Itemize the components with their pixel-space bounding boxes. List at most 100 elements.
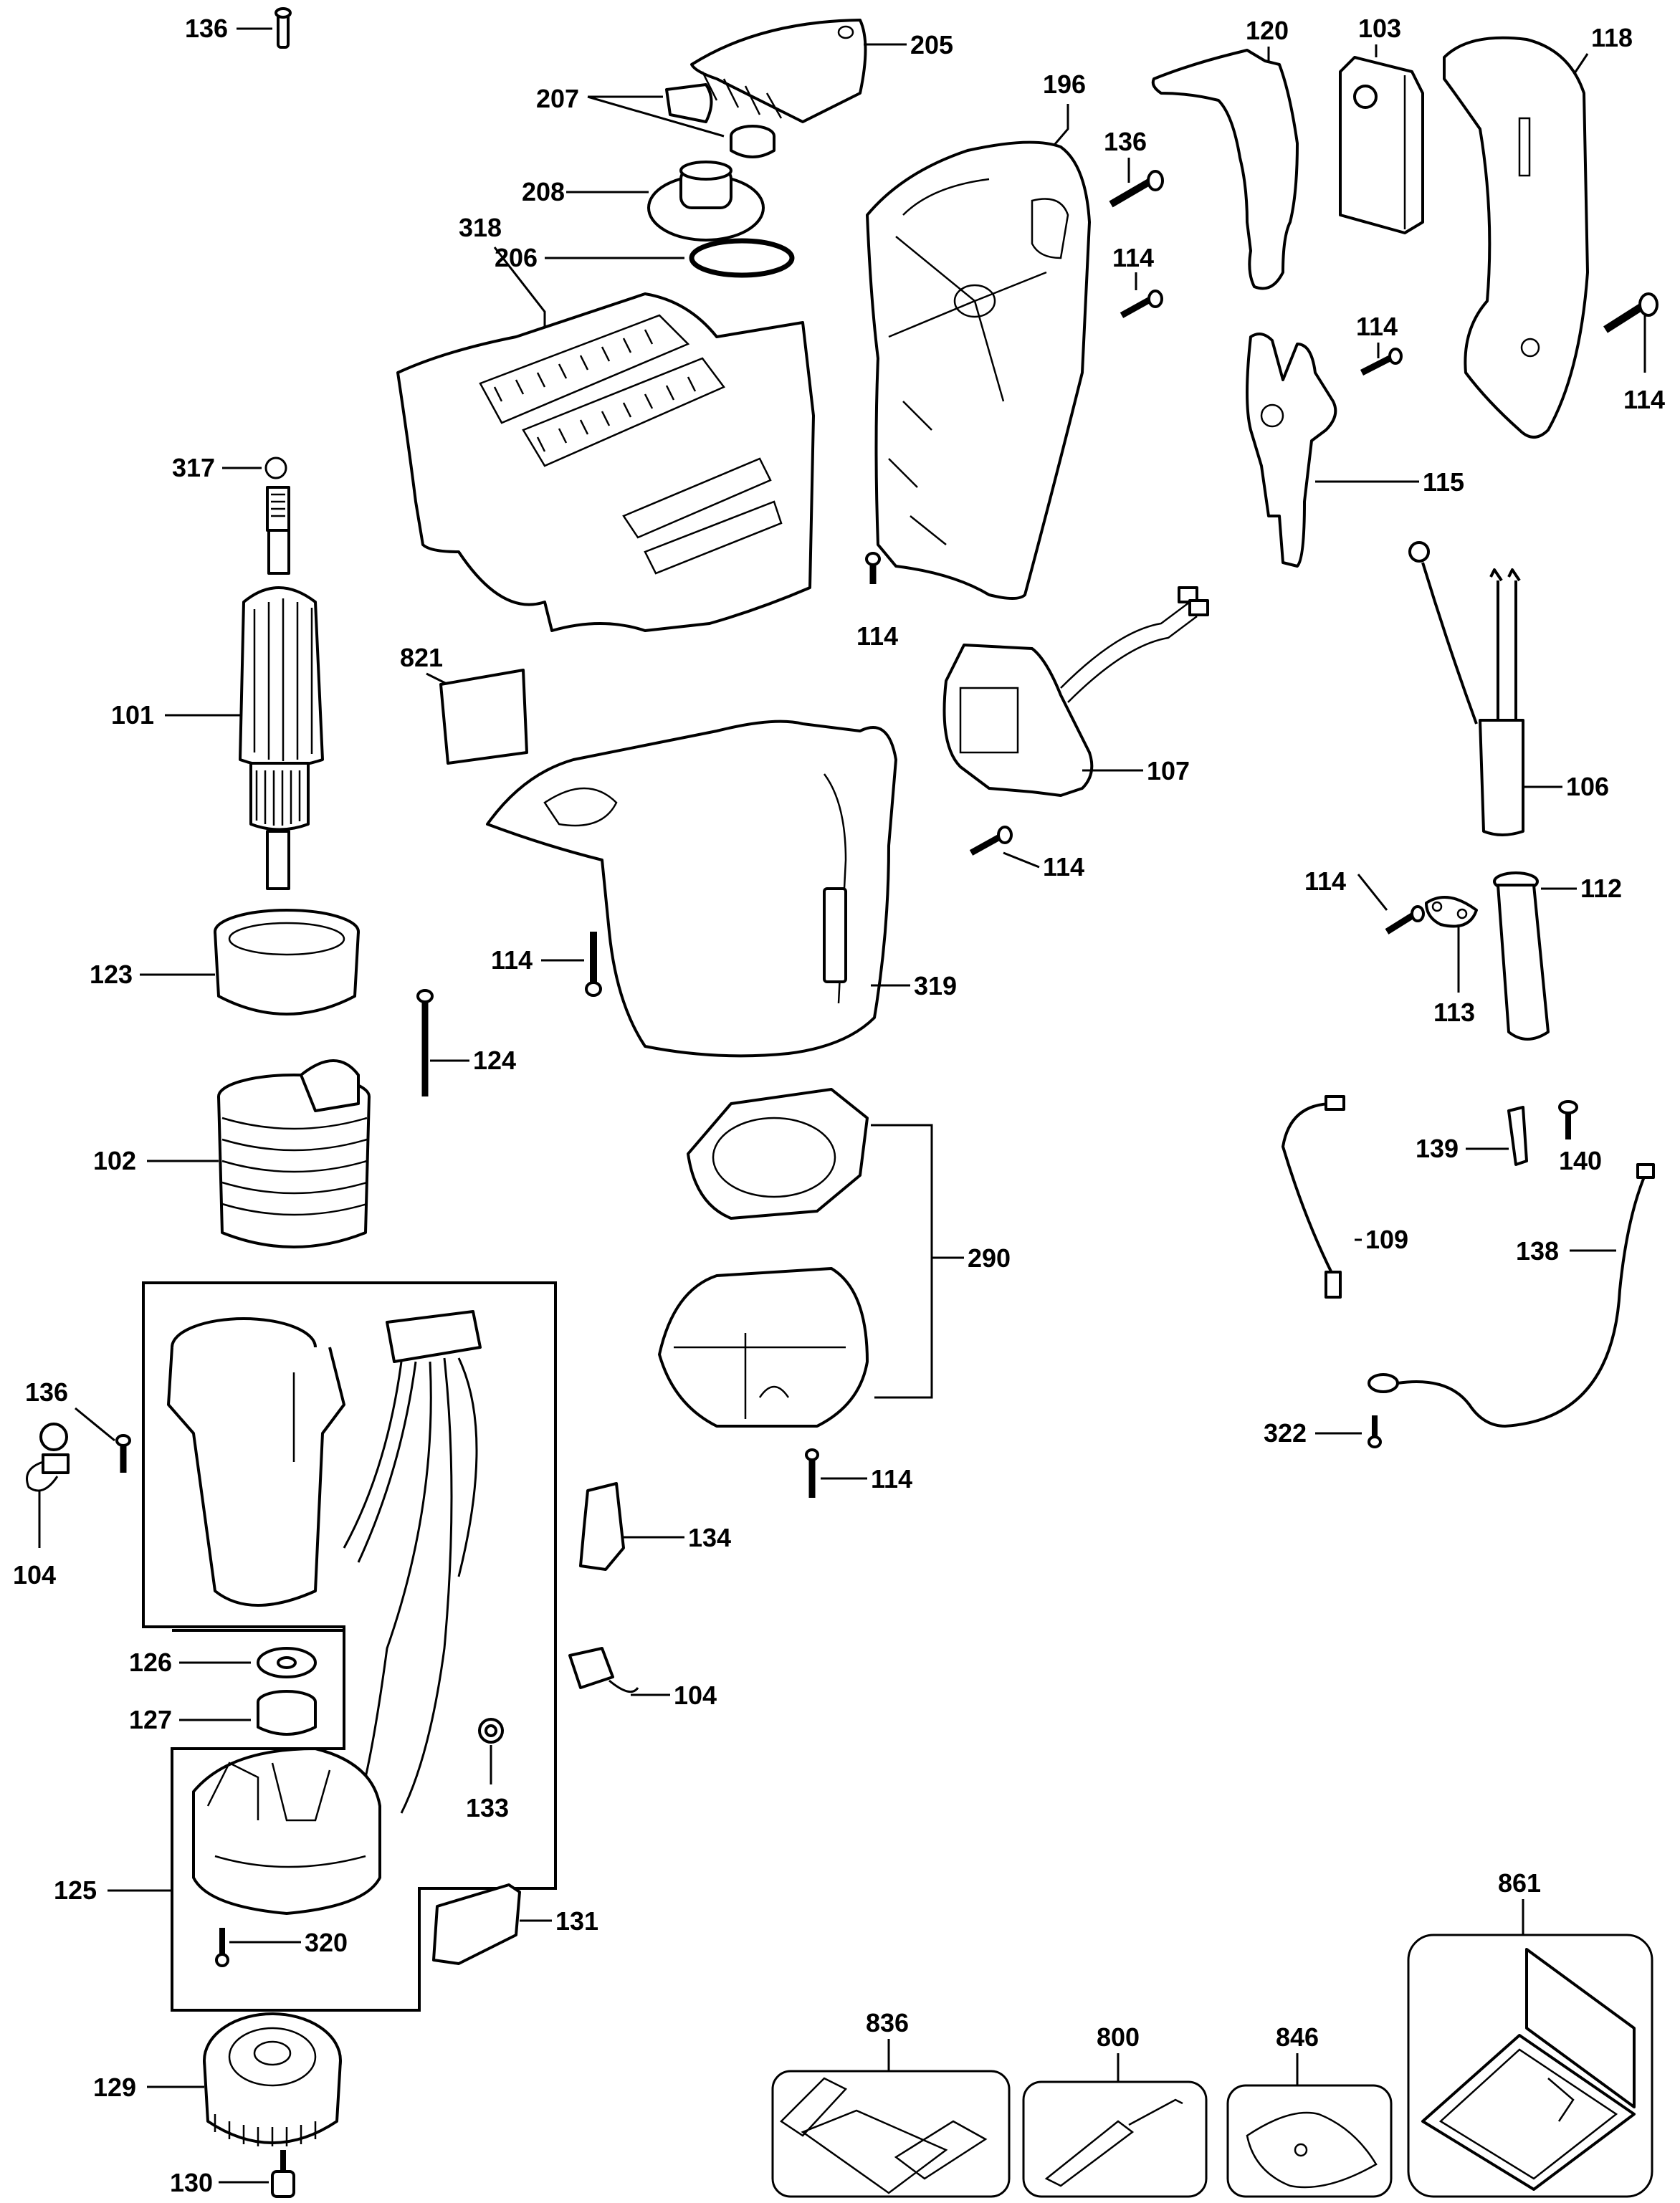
part-114-screw-c: 114 bbox=[1603, 292, 1665, 414]
part-114-screw-d: 114 bbox=[856, 552, 898, 651]
part-319-handle-housing: 319 bbox=[486, 720, 957, 1058]
part-label: 205 bbox=[910, 30, 953, 59]
part-320-screw: 320 bbox=[215, 1928, 348, 1967]
part-label: 114 bbox=[1623, 385, 1665, 414]
part-114-screw-g: 114 bbox=[491, 932, 602, 997]
part-846-accessory[interactable]: 846 bbox=[1226, 2022, 1393, 2198]
part-label: 107 bbox=[1147, 756, 1190, 785]
part-label: 134 bbox=[688, 1523, 731, 1552]
part-label: 104 bbox=[674, 1681, 717, 1710]
part-label: 320 bbox=[305, 1928, 348, 1957]
part-label: 290 bbox=[968, 1243, 1011, 1273]
part-114-screw-h: 114 bbox=[805, 1448, 912, 1498]
part-861-carrying-case[interactable]: 861 bbox=[1407, 1868, 1653, 2198]
part-label: 139 bbox=[1416, 1134, 1459, 1163]
part-label: 114 bbox=[1043, 852, 1084, 881]
part-label: 836 bbox=[866, 2008, 909, 2037]
part-label: 113 bbox=[1433, 998, 1475, 1027]
part-136-top: 136 bbox=[185, 7, 292, 49]
part-317-retaining-ring: 317 bbox=[172, 453, 287, 482]
part-127-bearing-retainer: 127 bbox=[129, 1690, 317, 1736]
part-205-cover: 205 bbox=[690, 19, 953, 123]
part-140-screw: 140 bbox=[1558, 1100, 1602, 1175]
part-836-accessory-kit[interactable]: 836 bbox=[771, 2008, 1011, 2198]
brush-assembly-group bbox=[142, 1281, 557, 2012]
part-208-knob: 208 bbox=[522, 161, 765, 242]
part-label: 129 bbox=[93, 2073, 136, 2102]
part-label: 322 bbox=[1264, 1418, 1307, 1448]
part-106-cord: 106 bbox=[1408, 541, 1609, 836]
part-101-armature: 101 bbox=[111, 486, 324, 890]
part-label: 317 bbox=[172, 453, 215, 482]
part-112-cord-protector: 112 bbox=[1493, 871, 1622, 1041]
part-label: 207 bbox=[536, 84, 579, 113]
part-label: 114 bbox=[871, 1464, 912, 1494]
part-130-nut: 130 bbox=[170, 2150, 295, 2198]
part-label: 125 bbox=[54, 1875, 97, 1905]
part-label: 319 bbox=[914, 971, 957, 1000]
part-103-switch: 103 bbox=[1339, 14, 1424, 234]
part-800-accessory[interactable]: 800 bbox=[1022, 2022, 1208, 2198]
part-120-trigger: 120 bbox=[1151, 16, 1299, 290]
part-label: 109 bbox=[1365, 1225, 1408, 1254]
part-125-brush-ring: 125 bbox=[54, 1747, 381, 1915]
part-label: 821 bbox=[400, 643, 443, 672]
part-318-motor-housing: 318 bbox=[396, 213, 815, 632]
part-196-gear-housing: 196 bbox=[866, 70, 1091, 600]
part-label: 318 bbox=[459, 213, 502, 242]
part-label: 120 bbox=[1246, 16, 1289, 45]
part-123-baffle: 123 bbox=[90, 909, 360, 1016]
part-label: 118 bbox=[1591, 23, 1633, 52]
part-label: 130 bbox=[170, 2168, 213, 2197]
part-206-ring: 206 bbox=[495, 238, 795, 278]
part-label: 196 bbox=[1043, 70, 1086, 99]
part-126-bearing: 126 bbox=[129, 1647, 317, 1678]
part-label: 133 bbox=[466, 1793, 509, 1822]
part-133-spring: 133 bbox=[466, 1718, 509, 1822]
part-label: 103 bbox=[1358, 14, 1401, 43]
part-102-field: 102 bbox=[93, 1059, 371, 1248]
part-label: 136 bbox=[185, 14, 228, 43]
part-113-cord-clamp: 113 bbox=[1425, 896, 1478, 1027]
part-label: 115 bbox=[1423, 467, 1464, 497]
part-label: 800 bbox=[1097, 2022, 1140, 2052]
part-label: 138 bbox=[1516, 1236, 1559, 1266]
part-290-end-cap-assembly: 290 bbox=[658, 1088, 1011, 1428]
part-label: 123 bbox=[90, 960, 133, 989]
part-114-screw-a: 114 bbox=[1112, 243, 1163, 318]
part-label: 136 bbox=[25, 1377, 68, 1407]
part-label: 114 bbox=[1112, 243, 1154, 272]
part-label: 861 bbox=[1498, 1868, 1541, 1898]
part-322-screw: 322 bbox=[1264, 1415, 1382, 1448]
part-114-screw-b: 114 bbox=[1356, 312, 1403, 376]
part-label: 114 bbox=[856, 621, 898, 651]
part-label: 114 bbox=[491, 945, 533, 975]
part-134-brush-holder: 134 bbox=[579, 1482, 731, 1571]
part-label: 140 bbox=[1559, 1146, 1602, 1175]
part-label: 106 bbox=[1566, 772, 1609, 801]
part-131-clip: 131 bbox=[432, 1883, 598, 1965]
part-118-handle-cover: 118 bbox=[1443, 23, 1633, 439]
part-label: 131 bbox=[555, 1906, 598, 1936]
part-label: 208 bbox=[522, 177, 565, 206]
part-114-screw-f: 114 bbox=[1304, 866, 1425, 935]
part-136-screw-c: 136 bbox=[25, 1377, 131, 1473]
part-label: 846 bbox=[1276, 2022, 1319, 2052]
part-207-pads: 207 bbox=[536, 83, 775, 158]
part-label: 104 bbox=[13, 1560, 56, 1590]
part-129-fan: 129 bbox=[93, 2012, 342, 2146]
part-label: 206 bbox=[495, 243, 538, 272]
part-label: 127 bbox=[129, 1705, 172, 1734]
part-label: 114 bbox=[1356, 312, 1398, 341]
part-124-long-screw: 124 bbox=[416, 989, 516, 1096]
part-label: 102 bbox=[93, 1146, 136, 1175]
part-115-switch-actuator: 115 bbox=[1246, 333, 1464, 568]
part-label: 124 bbox=[473, 1046, 516, 1075]
part-107-electronics-module: 107 bbox=[942, 586, 1209, 797]
part-label: 101 bbox=[111, 700, 154, 730]
part-104-brush-b: 104 bbox=[568, 1647, 717, 1710]
part-label: 112 bbox=[1580, 874, 1622, 903]
part-138-ground-wire: 138 bbox=[1368, 1163, 1655, 1428]
part-label: 136 bbox=[1104, 127, 1147, 156]
